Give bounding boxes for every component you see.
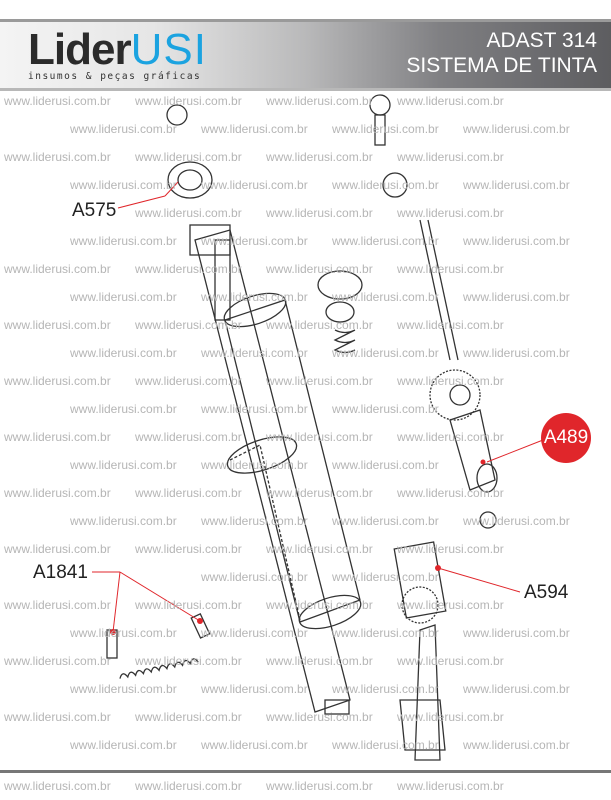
watermark-text: www.liderusi.com.br <box>4 779 111 793</box>
header-banner: LiderUSI insumos & peças gráficas ADAST … <box>0 19 611 91</box>
part-label-a489-highlighted[interactable]: A489 <box>541 413 591 463</box>
part-label-a1841[interactable]: A1841 <box>33 562 88 584</box>
bearing-a575 <box>166 104 231 321</box>
title-model: ADAST 314 <box>486 29 597 52</box>
right-shaft-parts <box>317 94 481 421</box>
page-title: ADAST 314 SISTEMA DE TINTA <box>406 28 597 78</box>
mechanism-a594 <box>393 511 497 761</box>
logo-text-accent: USI <box>130 25 207 74</box>
watermark-text: www.liderusi.com.br <box>397 779 504 793</box>
ink-roller <box>194 229 362 715</box>
footer-divider <box>0 770 611 773</box>
exploded-parts-diagram <box>92 94 544 761</box>
part-label-a575[interactable]: A575 <box>72 200 117 222</box>
logo-text: Lider <box>28 25 132 74</box>
watermark-text: www.liderusi.com.br <box>135 779 242 793</box>
part-label-a594[interactable]: A594 <box>524 582 569 604</box>
title-system: SISTEMA DE TINTA <box>406 54 597 77</box>
springs-a1841 <box>106 612 211 679</box>
logo-tagline: insumos & peças gráficas <box>28 71 202 82</box>
logo: LiderUSI insumos & peças gráficas <box>28 25 207 83</box>
watermark-text: www.liderusi.com.br <box>266 779 373 793</box>
leader-lines <box>92 181 544 633</box>
bracket-a489 <box>449 409 498 493</box>
